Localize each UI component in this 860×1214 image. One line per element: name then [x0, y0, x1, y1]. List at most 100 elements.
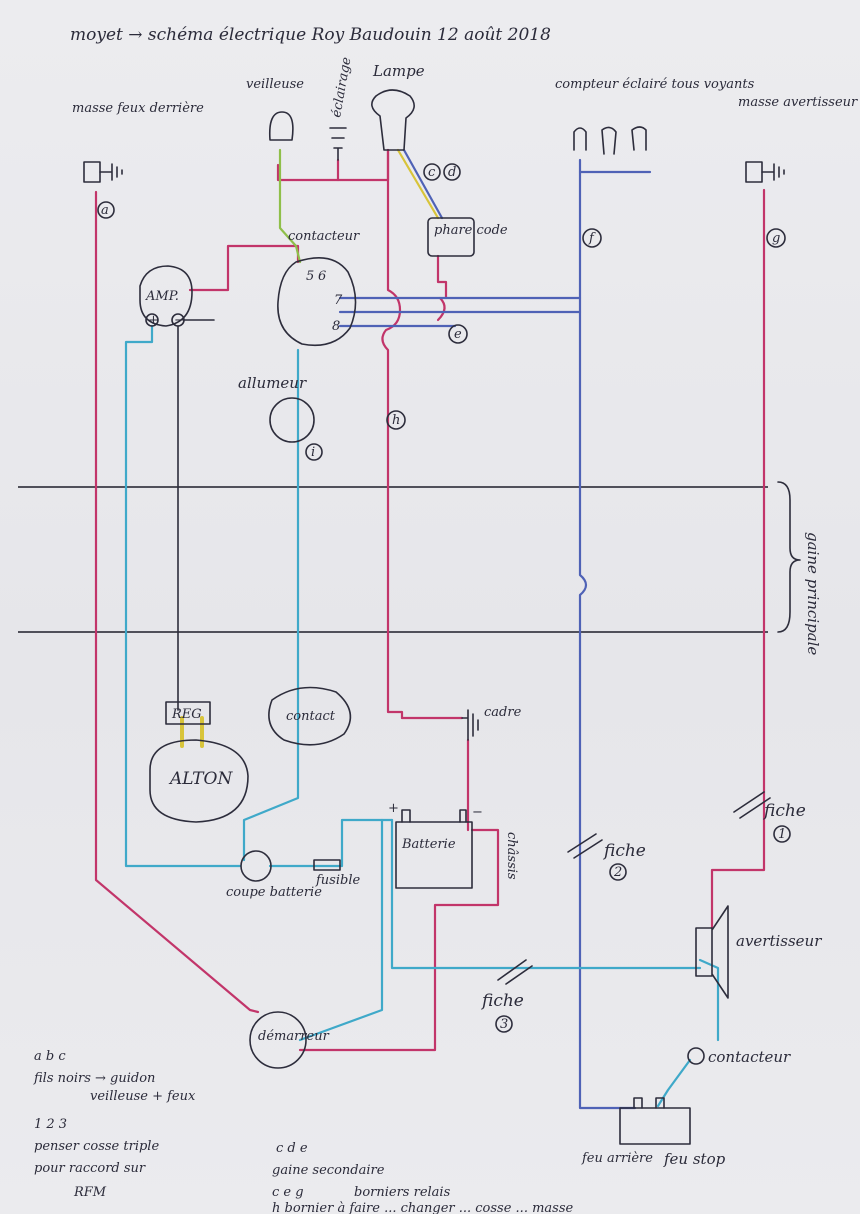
eclairage-ground-icon — [329, 127, 347, 161]
marker-c: c — [428, 165, 436, 180]
fusible-body — [313, 859, 341, 871]
coupe-batterie-label: coupe batterie — [226, 885, 322, 900]
wire-lampe-blue — [402, 148, 444, 220]
fiche-1-hash — [733, 791, 771, 819]
coupe-batterie-switch — [240, 850, 272, 882]
note1-keys: a b c — [34, 1049, 66, 1064]
note2-line2: pour raccord sur — [34, 1161, 146, 1176]
marker-f: f — [588, 231, 596, 246]
marker-h-circle — [386, 410, 406, 430]
avertisseur-horn — [695, 905, 729, 999]
feu-stop-label: feu stop — [663, 1150, 726, 1168]
batterie-plus: + — [388, 801, 399, 816]
feu-lamps — [633, 1097, 665, 1109]
wire-batt-demarreur — [298, 818, 384, 1042]
wire-masse-feux — [94, 190, 260, 1014]
note4-keys: c e g — [272, 1185, 304, 1200]
wire-phare — [436, 254, 448, 322]
phare-code-box — [427, 217, 475, 257]
marker-d: d — [448, 165, 456, 180]
masse-feux-label: masse feux derrière — [72, 101, 204, 116]
diagram-title: moyet → schéma électrique Roy Baudouin 1… — [70, 25, 551, 45]
cadre-ground-icon — [461, 709, 479, 741]
compteur-lamps-icon — [573, 126, 647, 155]
wire-veilleuse — [276, 148, 390, 182]
contact-label: contact — [286, 709, 336, 724]
amp-label: AMP. — [145, 289, 179, 304]
fusible-label: fusible — [315, 873, 360, 888]
terminal-7: 7 — [334, 293, 343, 308]
amp-plus-terminal — [145, 313, 159, 327]
marker-c-circle — [423, 163, 441, 181]
contacteur-body — [277, 256, 357, 347]
marker-i: i — [311, 445, 315, 460]
contacteur-stop-switch — [687, 1047, 705, 1065]
fiche-3-hash — [497, 959, 533, 985]
cadre-label: cadre — [484, 705, 522, 720]
wire-reg-alton — [180, 716, 204, 748]
amp-meter — [139, 265, 193, 327]
batterie-minus: − — [472, 805, 483, 820]
wire-avertisseur-masse — [710, 188, 766, 930]
eclairage-label: éclairage — [329, 56, 354, 119]
marker-h: h — [392, 413, 400, 428]
wire-chassis — [298, 828, 500, 1052]
chassis-label: châssis — [504, 832, 519, 880]
marker-g-circle — [766, 228, 786, 248]
fiche-3-label: fiche — [480, 991, 524, 1011]
fiche-2-hash — [567, 833, 603, 859]
demarreur-label: démarreur — [258, 1029, 330, 1044]
reg-label: REG — [171, 707, 202, 722]
masse-avertisseur-ground-icon — [761, 163, 785, 181]
masse-avertisseur-plug — [745, 161, 763, 183]
terminal-6: 6 — [318, 269, 326, 284]
contacteur-stop-label: contacteur — [708, 1048, 791, 1066]
terminal-8: 8 — [332, 319, 340, 334]
wire-lampe-yellow — [396, 148, 440, 220]
fiche-1-circle — [773, 825, 791, 843]
fiche-1-number: 1 — [778, 827, 786, 842]
gaine-principale-label: gaine principale — [804, 532, 822, 655]
wire-stop — [656, 1058, 692, 1108]
note2-line1: penser cosse triple — [34, 1139, 159, 1154]
alton-body — [149, 739, 249, 823]
wire-avertisseur-contacteur — [698, 958, 720, 1042]
note4-line1: borniers relais — [354, 1185, 451, 1200]
note5-line1: h bornier à faire ... changer ... cosse … — [272, 1201, 574, 1214]
amp-minus: − — [174, 313, 185, 328]
alton-label: ALTON — [168, 769, 233, 789]
note3-keys: c d e — [276, 1141, 308, 1156]
veilleuse-label: veilleuse — [246, 77, 304, 92]
fiche-2-label: fiche — [602, 841, 646, 861]
compteur-label: compteur éclairé tous voyants — [555, 77, 755, 92]
feu-arriere-label: feu arrière — [581, 1151, 653, 1166]
contacteur-label: contacteur — [288, 229, 360, 244]
wire-allumeur-contact — [242, 348, 300, 862]
marker-g: g — [772, 231, 780, 246]
marker-d-circle — [443, 163, 461, 181]
lampe-bulb — [371, 89, 415, 151]
allumeur-body — [269, 397, 315, 443]
wire-compteur-trunk — [578, 158, 637, 1110]
marker-a: a — [101, 203, 109, 218]
note2-line3: RFM — [73, 1185, 107, 1200]
allumeur-label: allumeur — [238, 374, 307, 392]
masse-feux-plug — [83, 161, 101, 183]
note1-line2: veilleuse + feux — [90, 1089, 196, 1104]
masse-avertisseur-label: masse avertisseur — [738, 95, 858, 110]
reg-box — [165, 701, 211, 725]
contact-body — [268, 686, 352, 746]
amp-plus: + — [148, 313, 159, 328]
terminal-5: 5 — [306, 269, 314, 284]
fiche-3-number: 3 — [500, 1017, 508, 1032]
phare-code-label: phare code — [434, 223, 508, 238]
avertisseur-label: avertisseur — [736, 932, 822, 950]
batterie-box — [395, 821, 473, 889]
marker-i-circle — [305, 443, 323, 461]
feu-box — [619, 1107, 691, 1145]
marker-f-circle — [582, 228, 602, 248]
fiche-2-circle — [609, 863, 627, 881]
wire-amp-reg — [177, 319, 215, 711]
